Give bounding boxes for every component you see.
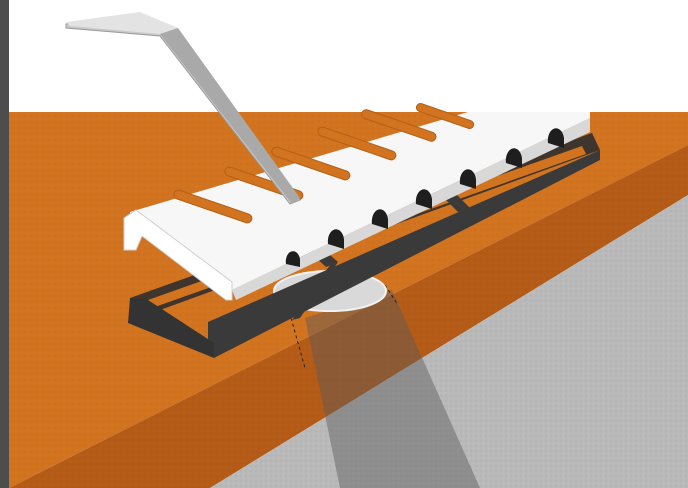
edge-strip xyxy=(0,0,9,488)
